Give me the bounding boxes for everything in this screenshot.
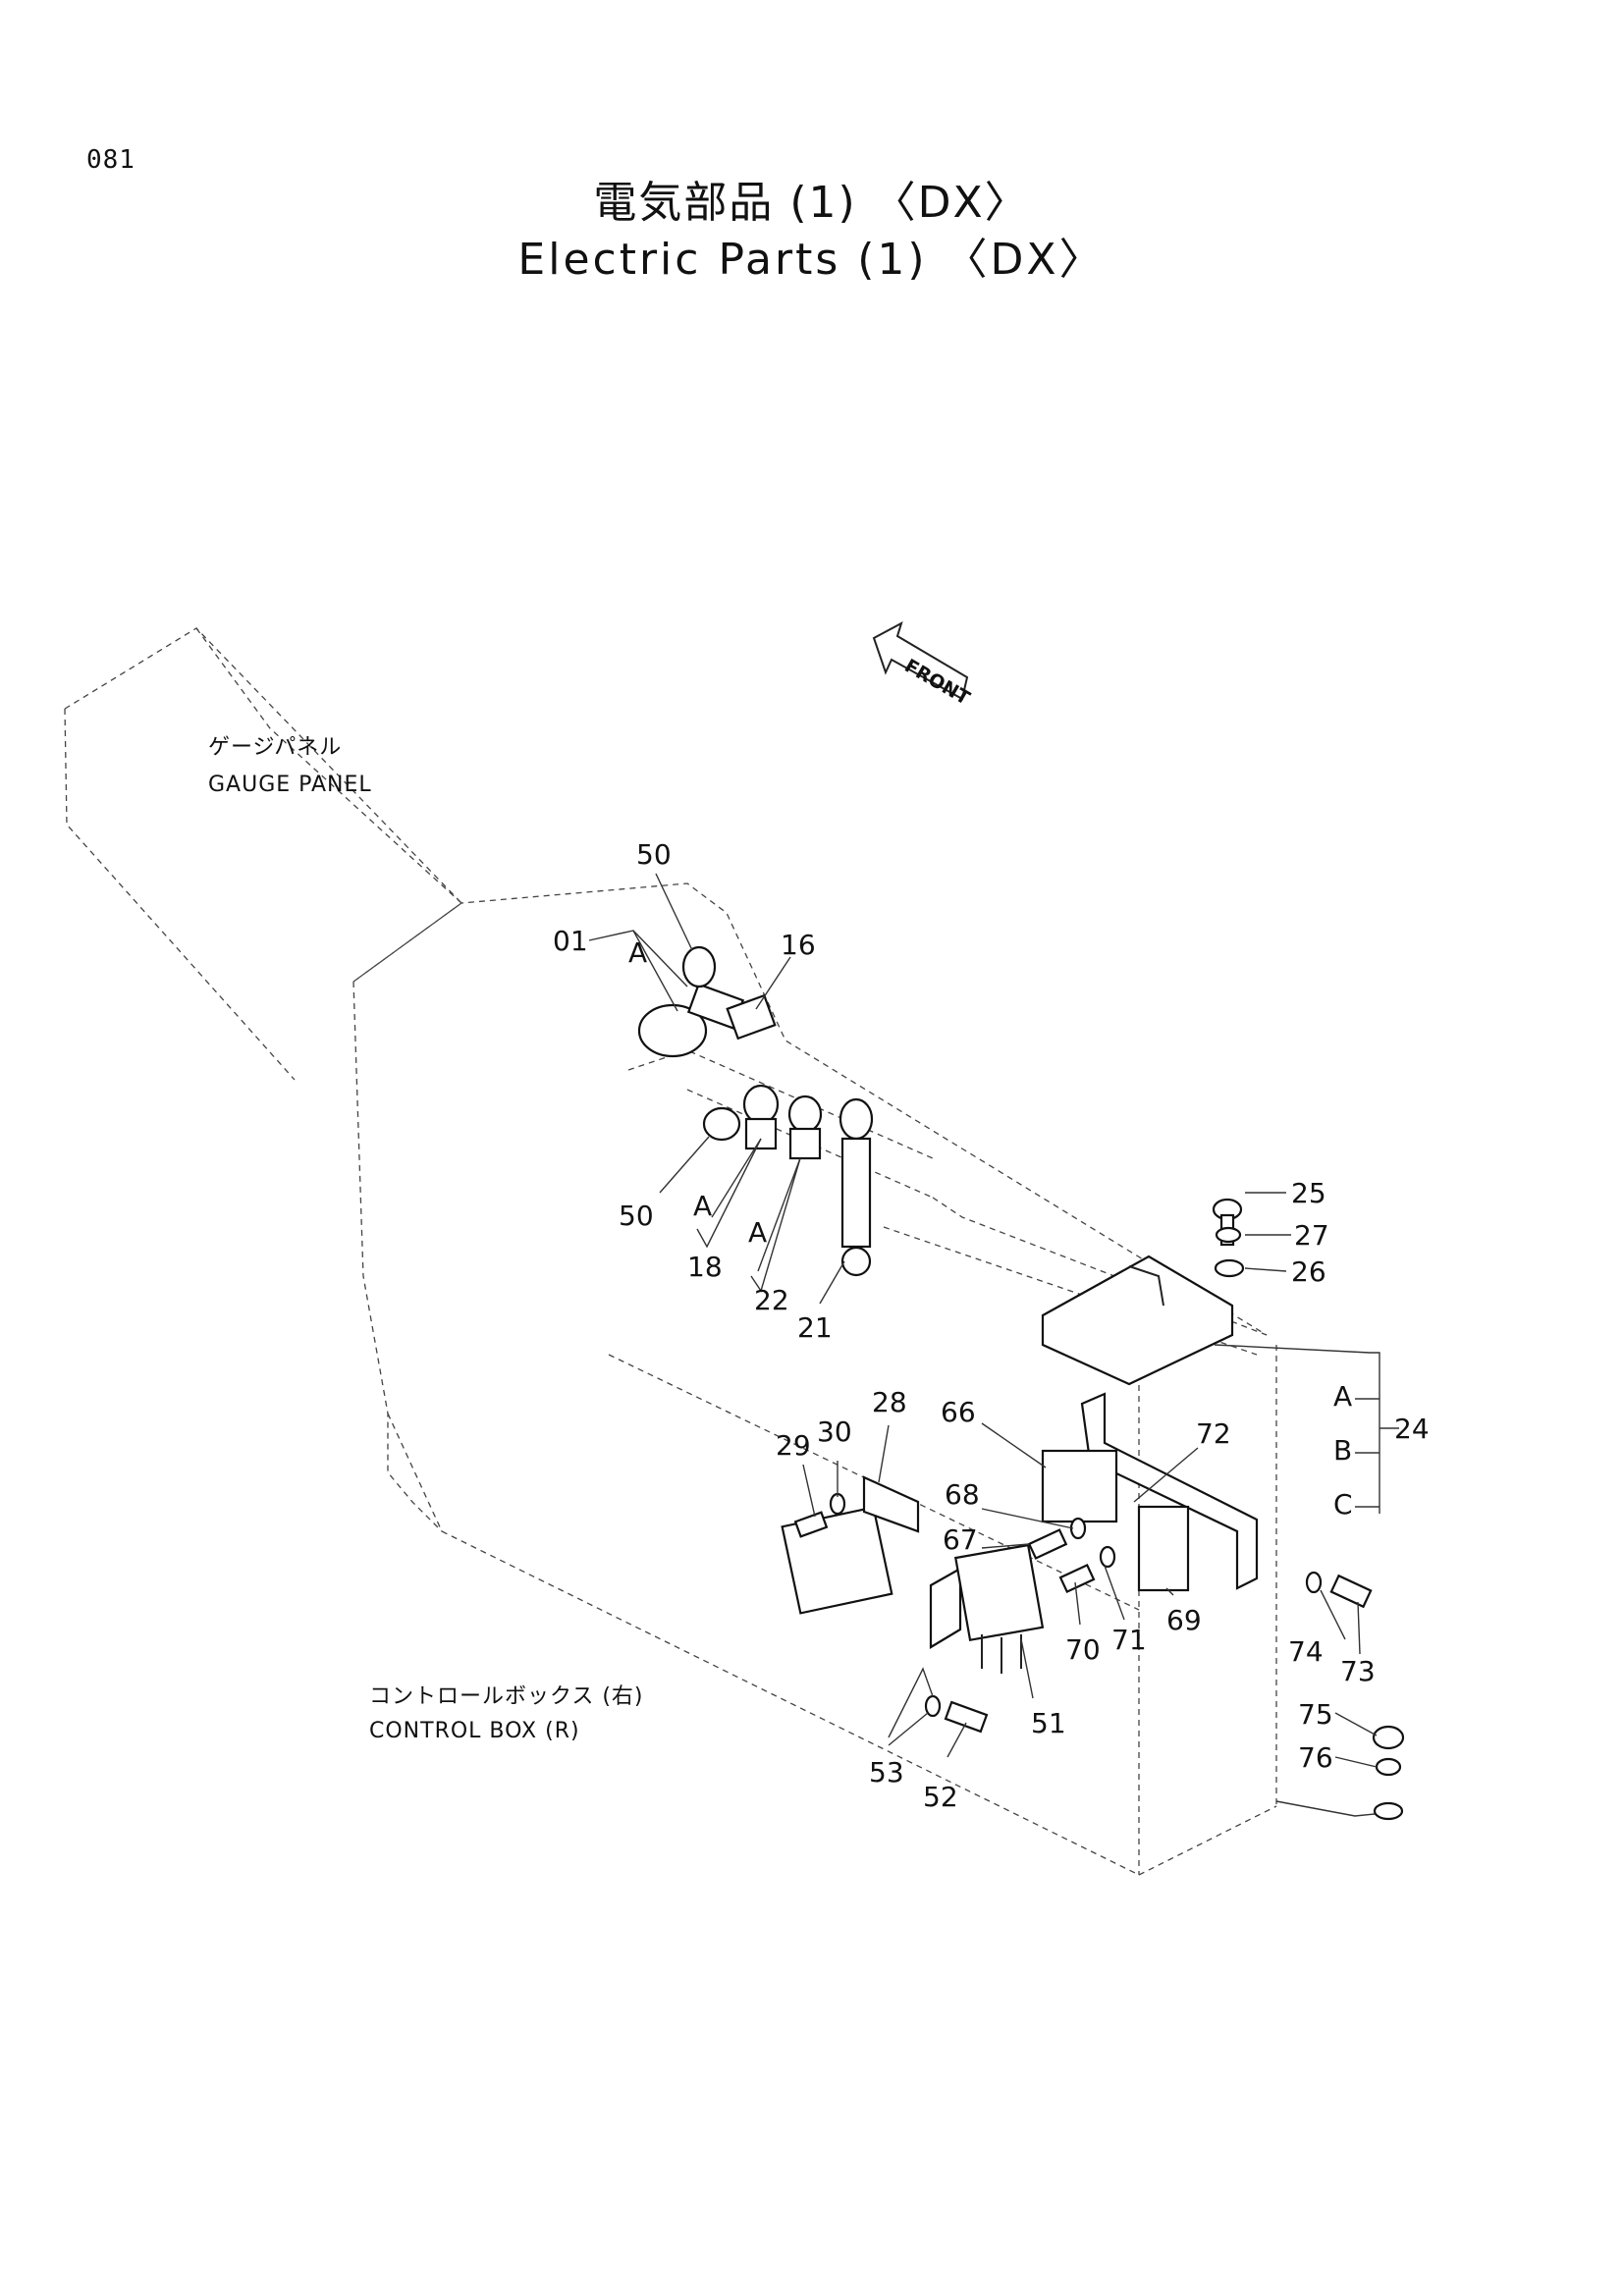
screw-part-52: [944, 1700, 989, 1734]
indicator-lamp-part-lower: [702, 1106, 741, 1142]
control-box-label-en: CONTROL BOX (R): [369, 1719, 580, 1743]
mounting-stud-part: [1373, 1801, 1404, 1821]
lock-washer-part-27: [1215, 1226, 1242, 1244]
washer-part-53: [924, 1694, 942, 1718]
control-cover-part: [1041, 1255, 1234, 1386]
ref-a-22: A: [748, 1216, 767, 1249]
switch-part-16: [726, 993, 777, 1041]
callout-30: 30: [817, 1415, 852, 1448]
callout-22: 22: [754, 1284, 789, 1316]
callout-73: 73: [1340, 1655, 1376, 1687]
screw-part-73: [1329, 1574, 1373, 1609]
bracket-c: C: [1333, 1488, 1353, 1521]
callout-50-lower: 50: [619, 1200, 654, 1232]
callout-26: 26: [1291, 1255, 1326, 1288]
callout-75: 75: [1298, 1698, 1333, 1731]
callout-70: 70: [1065, 1633, 1101, 1666]
rotary-switch-part-18: [742, 1084, 780, 1150]
leader-lines: [588, 873, 1399, 1817]
bracket-b: B: [1333, 1434, 1352, 1467]
bracket-part-72: [1080, 1392, 1259, 1590]
callout-66: 66: [941, 1396, 976, 1428]
callout-69: 69: [1166, 1604, 1202, 1636]
front-arrow-icon: FRONT: [872, 620, 974, 710]
ref-a-18: A: [693, 1190, 712, 1222]
callout-27: 27: [1294, 1219, 1329, 1252]
callout-28: 28: [872, 1386, 907, 1418]
rotary-switch-part-22: [787, 1095, 823, 1160]
push-switch-part-21: [839, 1097, 874, 1277]
callout-labels: 50 01 A 16 50 A 18 A 22 21 25 27 26 A B …: [553, 838, 1430, 1813]
callout-21: 21: [797, 1311, 833, 1344]
callout-76: 76: [1298, 1741, 1333, 1774]
callout-74: 74: [1288, 1635, 1324, 1668]
front-label: FRONT: [901, 655, 974, 709]
page-number: 081: [86, 145, 135, 175]
control-box-label-jp: コントロールボックス (右): [369, 1684, 644, 1709]
callout-67: 67: [943, 1523, 978, 1556]
relay-part-51: [929, 1543, 1045, 1674]
page-title-english: Electric Parts (1) 〈DX〉: [517, 235, 1106, 285]
ref-a-01: A: [628, 936, 647, 969]
screw-part-70: [1058, 1563, 1096, 1594]
washer-part-68: [1069, 1517, 1087, 1540]
screw-part-67: [1027, 1528, 1068, 1560]
callout-50-upper: 50: [636, 838, 672, 871]
callout-68: 68: [945, 1478, 980, 1511]
indicator-lamp-part-upper: [681, 945, 717, 988]
washer-part-26: [1214, 1258, 1245, 1278]
callout-16: 16: [781, 929, 816, 961]
callout-25: 25: [1291, 1177, 1326, 1209]
relay-part-66: [1041, 1449, 1118, 1523]
callout-24: 24: [1394, 1413, 1430, 1445]
washer-part-74: [1305, 1571, 1323, 1594]
callout-51: 51: [1031, 1707, 1066, 1739]
callout-72: 72: [1196, 1417, 1231, 1450]
callout-29: 29: [776, 1429, 811, 1462]
key-switch-part: [637, 983, 745, 1058]
console-housing-outline: [64, 627, 1277, 1876]
bracket-a: A: [1333, 1380, 1352, 1413]
relay-part-69: [1137, 1505, 1190, 1592]
page-title-japanese: 電気部品 (1) 〈DX〉: [593, 178, 1030, 228]
relay-part-28: [781, 1475, 920, 1615]
screw-part-29: [793, 1511, 829, 1538]
callout-52: 52: [923, 1781, 958, 1813]
gauge-panel-label-jp: ゲージパネル: [208, 735, 342, 760]
nut-part-75: [1372, 1725, 1405, 1750]
gauge-panel-label-en: GAUGE PANEL: [208, 773, 372, 797]
washer-part-71: [1099, 1545, 1116, 1569]
washer-part-76: [1375, 1757, 1402, 1777]
callout-01: 01: [553, 925, 588, 957]
callout-18: 18: [687, 1251, 723, 1283]
callout-53: 53: [869, 1756, 904, 1789]
callout-71: 71: [1111, 1624, 1147, 1656]
